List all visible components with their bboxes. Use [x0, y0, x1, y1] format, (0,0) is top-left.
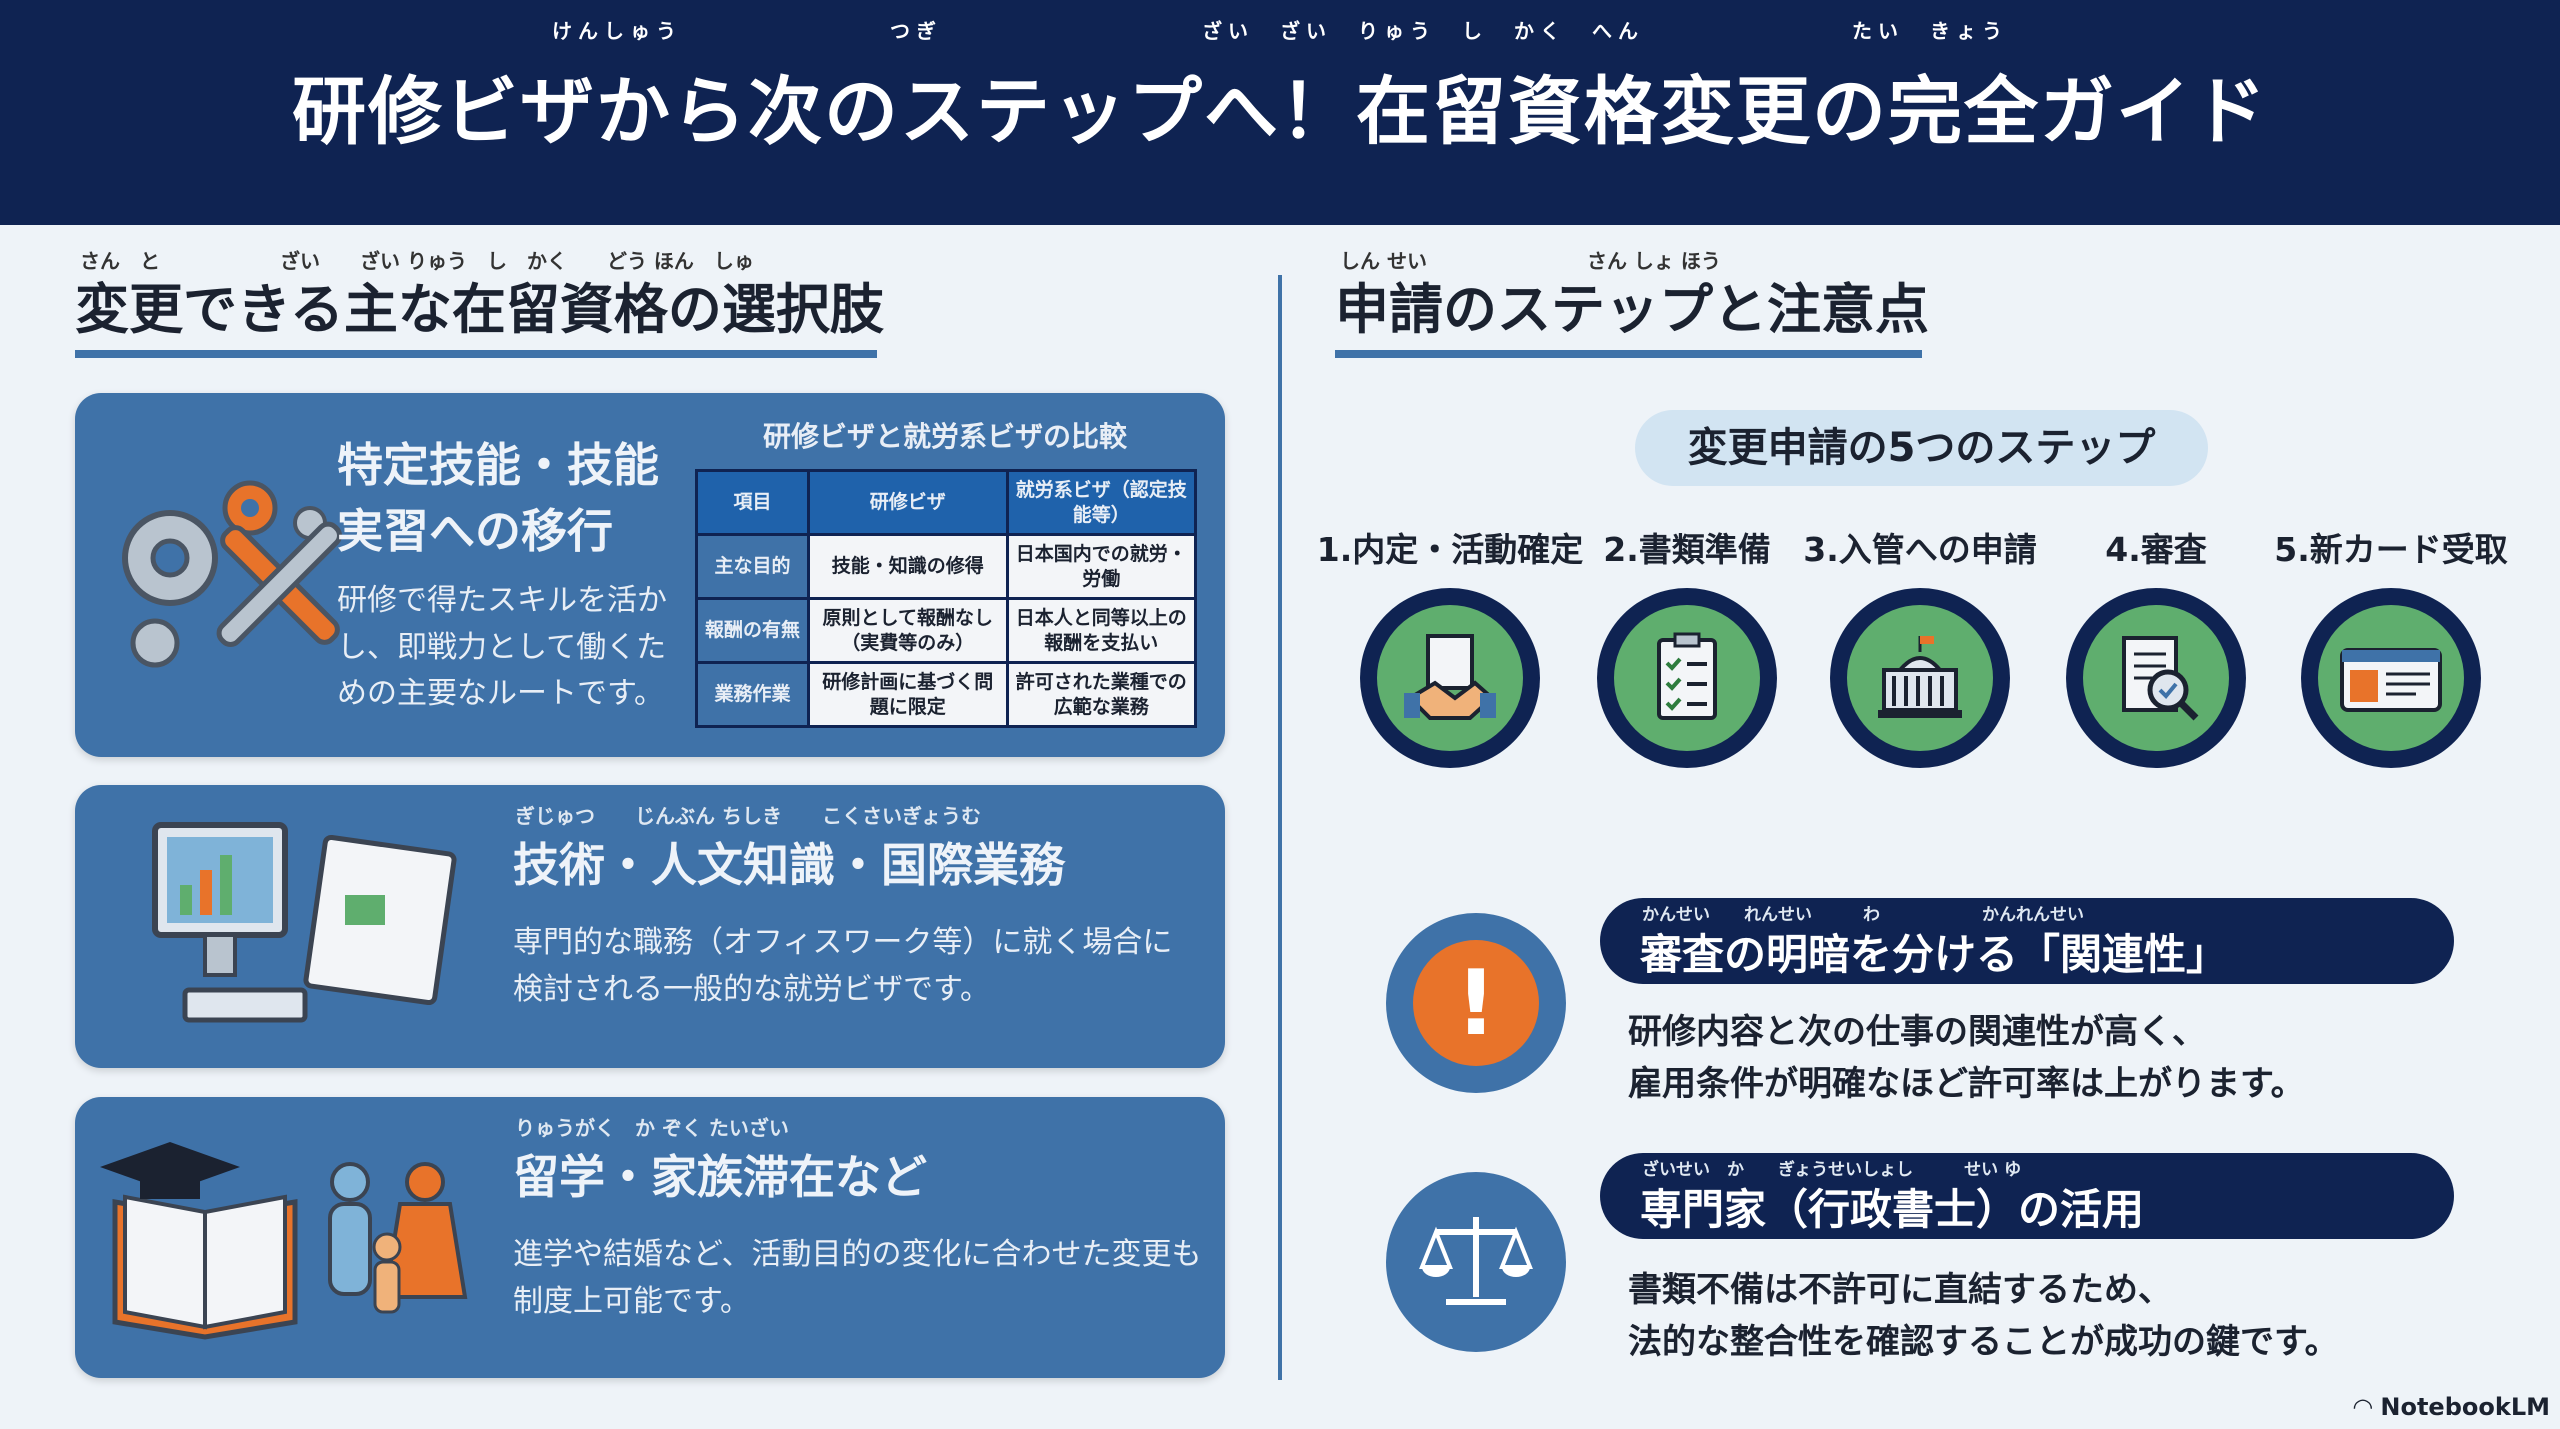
- comparison-table-caption: 研修ビザと就労系ビザの比較: [762, 420, 1127, 453]
- step-label-3: 3.入管への申請: [1803, 530, 2037, 569]
- point-text-line2: 雇用条件が明確なほど許可率は上がります。: [1628, 1064, 2305, 1104]
- card-title: 留学・家族滞在など: [513, 1150, 927, 1204]
- right-section-heading: 申請のステップと注意点: [1335, 278, 1929, 341]
- table-cell: 研修計画に基づく問題に限定: [807, 661, 1009, 728]
- table-row: 主な目的 技能・知識の修得 日本国内での就労・労働: [695, 533, 1198, 600]
- table-header: 項目: [695, 469, 810, 536]
- table-row-header: 業務作業: [695, 661, 810, 728]
- point-banner-relevance: かんせい れんせい わ かんれんせい 審査の明暗を分ける「関連性」: [1600, 898, 2454, 984]
- point-title: 審査の明暗を分ける「関連性」: [1640, 930, 2229, 979]
- point-text-line1: 書類不備は不許可に直結するため、: [1628, 1270, 2172, 1310]
- right-heading-underline: [1335, 350, 1922, 358]
- card-title-line2: 実習への移行: [337, 504, 613, 558]
- title-furigana: けんしゅう つぎ ざい ざい りゅう し かく へん たい きょう: [552, 19, 2008, 43]
- scales-icon: [1419, 1217, 1533, 1305]
- table-header: 就労系ビザ（認定技能等）: [1005, 469, 1198, 536]
- computer-documents-icon: [152, 822, 457, 1023]
- scales-circle: [1386, 1172, 1566, 1352]
- step-label-2: 2.書類準備: [1603, 530, 1771, 569]
- card-title-furigana: ぎじゅつ じんぶん ちしき こくさいぎょうむ: [515, 804, 981, 828]
- table-cell: 原則として報酬なし（実費等のみ）: [807, 597, 1009, 664]
- warning-circle: !: [1386, 913, 1566, 1093]
- column-divider: [1278, 275, 1282, 1380]
- step-1-circle: [1360, 588, 1540, 768]
- card-text: 研修で得たスキルを活かし、即戦力として働くための主要なルートです。: [337, 583, 667, 711]
- point-title: 専門家（行政書士）の活用: [1640, 1185, 2145, 1234]
- step-label-4: 4.審査: [2105, 530, 2207, 569]
- table-row-header: 報酬の有無: [695, 597, 810, 664]
- card-specified-skills: 特定技能・技能 実習への移行 研修で得たスキルを活かし、即戦力として働くための主…: [75, 393, 1225, 757]
- table-cell: 日本人と同等以上の報酬を支払い: [1005, 597, 1198, 664]
- table-row: 業務作業 研修計画に基づく問題に限定 許可された業種での広範な業務: [695, 661, 1198, 728]
- document-magnifier-icon: [2122, 636, 2199, 721]
- left-heading-furigana: さん と ざい ざい りゅう し かく どう ほん しゅ: [80, 249, 754, 273]
- residence-card-icon: [2340, 648, 2442, 712]
- gears-tools-icon: [122, 480, 342, 668]
- notebooklm-logo-icon: ◠: [2353, 1393, 2381, 1421]
- card-title-line1: 特定技能・技能: [337, 438, 659, 492]
- comparison-table: 項目 研修ビザ 就労系ビザ（認定技能等） 主な目的 技能・知識の修得 日本国内で…: [695, 469, 1198, 728]
- card-title-furigana: りゅうがく か ぞく たいざい: [515, 1116, 789, 1140]
- card-engineer-humanities: ぎじゅつ じんぶん ちしき こくさいぎょうむ 技術・人文知識・国際業務 専門的な…: [75, 785, 1225, 1068]
- table-header: 研修ビザ: [807, 469, 1009, 536]
- table-cell: 許可された業種での広範な業務: [1005, 661, 1198, 728]
- step-3-circle: [1830, 588, 2010, 768]
- notebooklm-watermark: ◠ NotebookLM: [2354, 1393, 2550, 1421]
- page-title: 研修ビザから次のステップへ！在留資格変更の完全ガイド: [292, 69, 2268, 155]
- card-text: 専門的な職務（オフィスワーク等）に就く場合に検討される一般的な就労ビザです。: [513, 925, 1173, 1007]
- table-cell: 日本国内での就労・労働: [1005, 533, 1198, 600]
- point-title-furigana: ざいせい か ぎょうせいしょし せい ゆ: [1642, 1160, 2022, 1180]
- point-title-furigana: かんせい れんせい わ かんれんせい: [1642, 905, 2084, 925]
- card-text: 進学や結婚など、活動目的の変化に合わせた変更も制度上可能です。: [513, 1237, 1202, 1319]
- step-5-circle: [2301, 588, 2481, 768]
- header-banner: [0, 0, 2560, 225]
- exclamation-icon: !: [1413, 940, 1539, 1066]
- handshake-document-icon: [1404, 634, 1496, 720]
- point-text-line1: 研修内容と次の仕事の関連性が高く、: [1628, 1012, 2206, 1052]
- step-2-circle: [1597, 588, 1777, 768]
- book-family-icon: [100, 1142, 468, 1340]
- step-label-1: 1.内定・活動確定: [1316, 530, 1584, 569]
- table-header-row: 項目 研修ビザ 就労系ビザ（認定技能等）: [695, 469, 1198, 536]
- card-study-family: りゅうがく か ぞく たいざい 留学・家族滞在など 進学や結婚など、活動目的の変…: [75, 1097, 1225, 1378]
- watermark-text: NotebookLM: [2380, 1393, 2550, 1421]
- table-row-header: 主な目的: [695, 533, 810, 600]
- table-row: 報酬の有無 原則として報酬なし（実費等のみ） 日本人と同等以上の報酬を支払い: [695, 597, 1198, 664]
- point-text-line2: 法的な整合性を確認することが成功の鍵です。: [1628, 1322, 2339, 1362]
- step-4-circle: [2066, 588, 2246, 768]
- checklist-icon: [1657, 632, 1717, 720]
- left-section-heading: 変更できる主な在留資格の選択肢: [75, 278, 884, 341]
- step-label-5: 5.新カード受取: [2274, 530, 2508, 569]
- point-banner-expert: ざいせい か ぎょうせいしょし せい ゆ 専門家（行政書士）の活用: [1600, 1153, 2454, 1239]
- left-heading-underline: [75, 350, 877, 358]
- right-heading-furigana: しん せい さん しょ ほう: [1340, 249, 1721, 273]
- government-building-icon: [1878, 636, 1962, 718]
- card-title: 技術・人文知識・国際業務: [513, 838, 1065, 892]
- steps-title-pill: 変更申請の5つのステップ: [1635, 410, 2208, 486]
- table-cell: 技能・知識の修得: [807, 533, 1009, 600]
